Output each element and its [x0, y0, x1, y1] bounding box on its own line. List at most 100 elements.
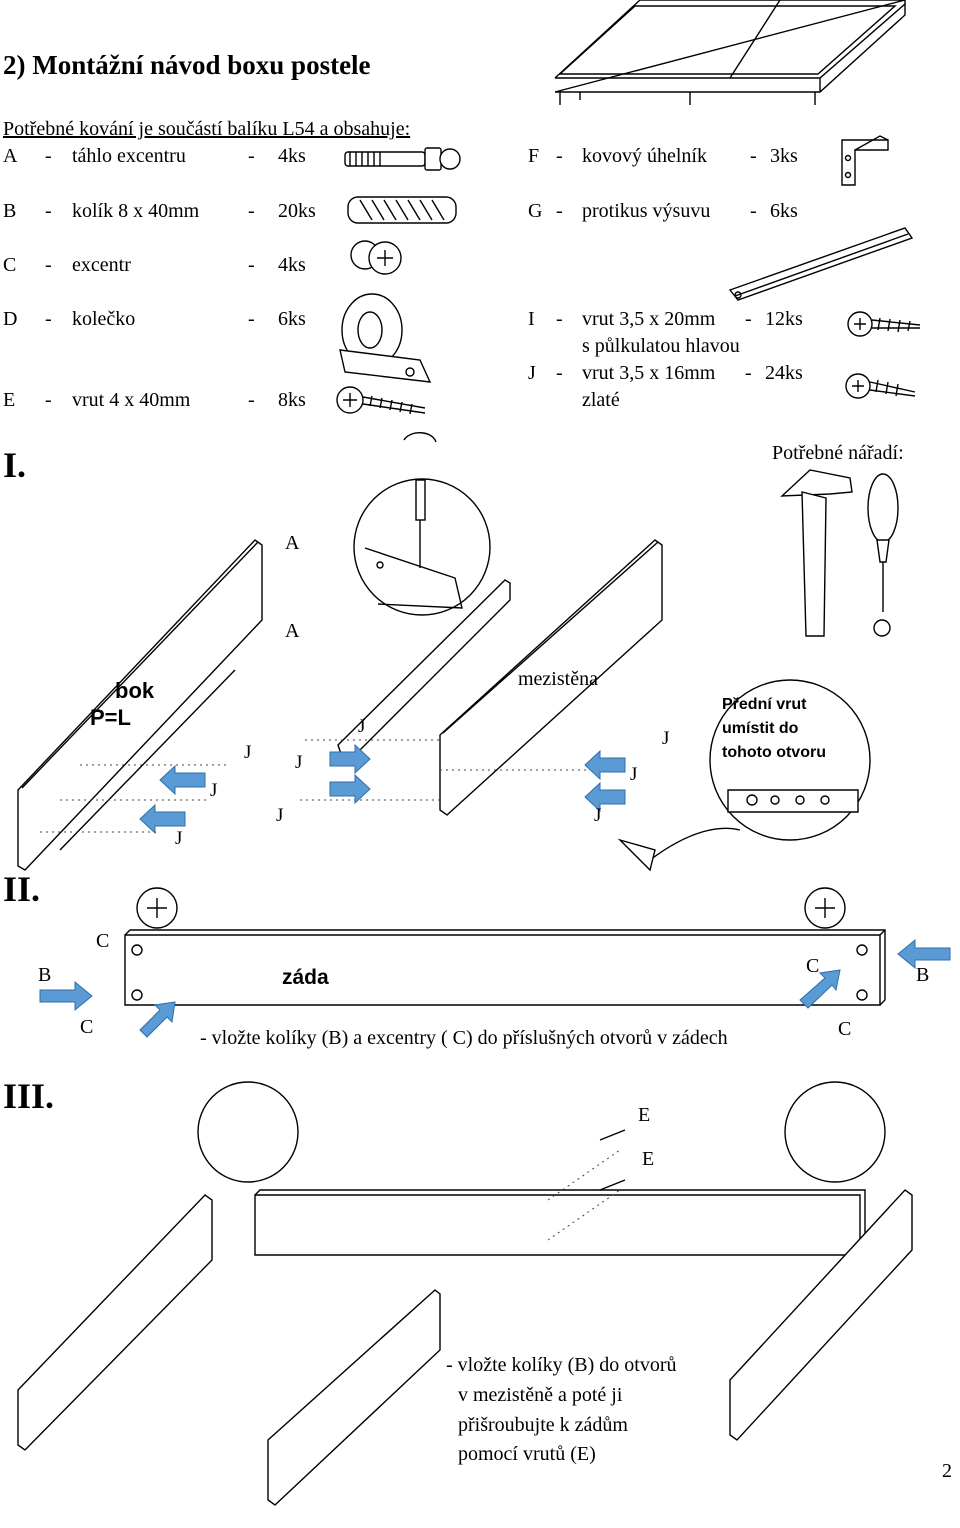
label-b: B — [38, 964, 52, 986]
screw-label: J — [175, 828, 183, 849]
detail-magnifier — [353, 432, 491, 616]
pan-head-screw-icon — [847, 311, 921, 337]
part-qty: 4ks — [278, 145, 306, 167]
part-qty: 8ks — [278, 389, 306, 411]
screw-label: J — [295, 752, 303, 773]
part-name: excentr — [72, 254, 131, 276]
screw-label: J — [244, 742, 252, 763]
label-a: A — [285, 532, 300, 554]
screw-label: J — [630, 764, 638, 785]
caster-wheel-icon — [339, 293, 432, 383]
part-sep: - — [248, 254, 255, 276]
label-a: A — [285, 620, 300, 642]
page-number: 2 — [942, 1460, 952, 1482]
label-c: C — [80, 1016, 94, 1038]
label-c: C — [806, 955, 820, 977]
label-e: E — [638, 1104, 651, 1126]
side-label: P=L — [90, 705, 131, 730]
hardware-intro: Potřebné kování je součástí balíku L54 a… — [3, 118, 411, 140]
page-title: 2) Montážní návod boxu postele — [3, 50, 371, 80]
part-sep: - — [750, 200, 757, 222]
part-dash: - — [556, 145, 563, 167]
part-sep: - — [248, 308, 255, 330]
part-sep: - — [248, 145, 255, 167]
gold-screw-icon — [845, 373, 916, 399]
part-sep: - — [248, 200, 255, 222]
step3-instruction: pomocí vrutů (E) — [458, 1443, 596, 1465]
screw-label: J — [358, 716, 366, 737]
step-number: III. — [3, 1076, 55, 1116]
drawer-rail-icon — [728, 227, 914, 301]
part-dash: - — [556, 308, 563, 330]
cam-bolt-icon — [344, 147, 461, 171]
part-name: vrut 3,5 x 16mm — [582, 362, 716, 384]
part-letter: F — [528, 145, 540, 167]
callout-text: tohoto otvoru — [722, 744, 826, 761]
part-name: vrut 4 x 40mm — [72, 389, 191, 411]
step2-instruction: - vložte kolíky (B) a excentry ( C) do p… — [200, 1027, 728, 1049]
part-qty: 6ks — [770, 200, 798, 222]
step3-instruction: v mezistěně a poté ji — [458, 1384, 623, 1406]
part-dash: - — [45, 145, 52, 167]
part-qty: 20ks — [278, 200, 316, 222]
part-qty: 6ks — [278, 308, 306, 330]
screw-label: J — [662, 728, 670, 749]
part-qty: 24ks — [765, 362, 803, 384]
part-dash: - — [45, 308, 52, 330]
step-number: II. — [3, 869, 41, 909]
part-letter: J — [528, 362, 536, 384]
screw-label: J — [276, 805, 284, 826]
step-number: I. — [3, 445, 27, 485]
part-dash: - — [45, 200, 52, 222]
part-name: vrut 3,5 x 20mm — [582, 308, 716, 330]
part-dash: - — [556, 200, 563, 222]
blue-arrows-step1 — [139, 743, 626, 835]
wood-dowel-icon — [347, 196, 457, 224]
part-sep: - — [248, 389, 255, 411]
callout-text: Přední vrut — [722, 696, 807, 713]
part-letter: E — [3, 389, 16, 411]
screwdriver-icon — [867, 473, 899, 637]
label-c: C — [838, 1018, 852, 1040]
part-note: s půlkulatou hlavou — [582, 335, 740, 357]
callout-detail — [617, 679, 871, 872]
side-board-drawing — [17, 539, 263, 871]
part-qty: 3ks — [770, 145, 798, 167]
side-label: bok — [115, 678, 155, 703]
back-label: záda — [282, 966, 329, 989]
part-letter: D — [3, 308, 18, 330]
divider-board-drawing — [300, 539, 663, 816]
step3-drawings — [17, 1081, 913, 1506]
part-letter: B — [3, 200, 17, 222]
part-name: kolečko — [72, 308, 136, 330]
screw-label: J — [594, 805, 602, 826]
step3-instruction: přišroubujte k zádům — [458, 1414, 628, 1436]
part-dash: - — [556, 362, 563, 384]
part-letter: C — [3, 254, 17, 276]
label-e: E — [642, 1148, 655, 1170]
part-name: kolík 8 x 40mm — [72, 200, 200, 222]
part-qty: 12ks — [765, 308, 803, 330]
label-c: C — [96, 930, 110, 952]
cam-lock-icon — [350, 240, 402, 275]
long-screw-icon — [336, 386, 426, 415]
part-name: protikus výsuvu — [582, 200, 711, 222]
part-name: kovový úhelník — [582, 145, 707, 167]
part-dash: - — [45, 389, 52, 411]
part-dash: - — [45, 254, 52, 276]
part-letter: G — [528, 200, 543, 222]
angle-bracket-icon — [841, 135, 889, 186]
part-name: táhlo excentru — [72, 145, 186, 167]
part-letter: A — [3, 145, 18, 167]
part-letter: I — [528, 308, 535, 330]
part-note: zlaté — [582, 389, 620, 411]
bed-box-illustration — [554, 0, 906, 105]
hammer-icon — [780, 469, 853, 637]
part-sep: - — [750, 145, 757, 167]
back-panel-drawing — [39, 887, 951, 1038]
divider-label: mezistěna — [518, 668, 598, 690]
tools-label: Potřebné nářadí: — [772, 442, 904, 464]
screw-label: J — [210, 780, 218, 801]
part-sep: - — [745, 308, 752, 330]
